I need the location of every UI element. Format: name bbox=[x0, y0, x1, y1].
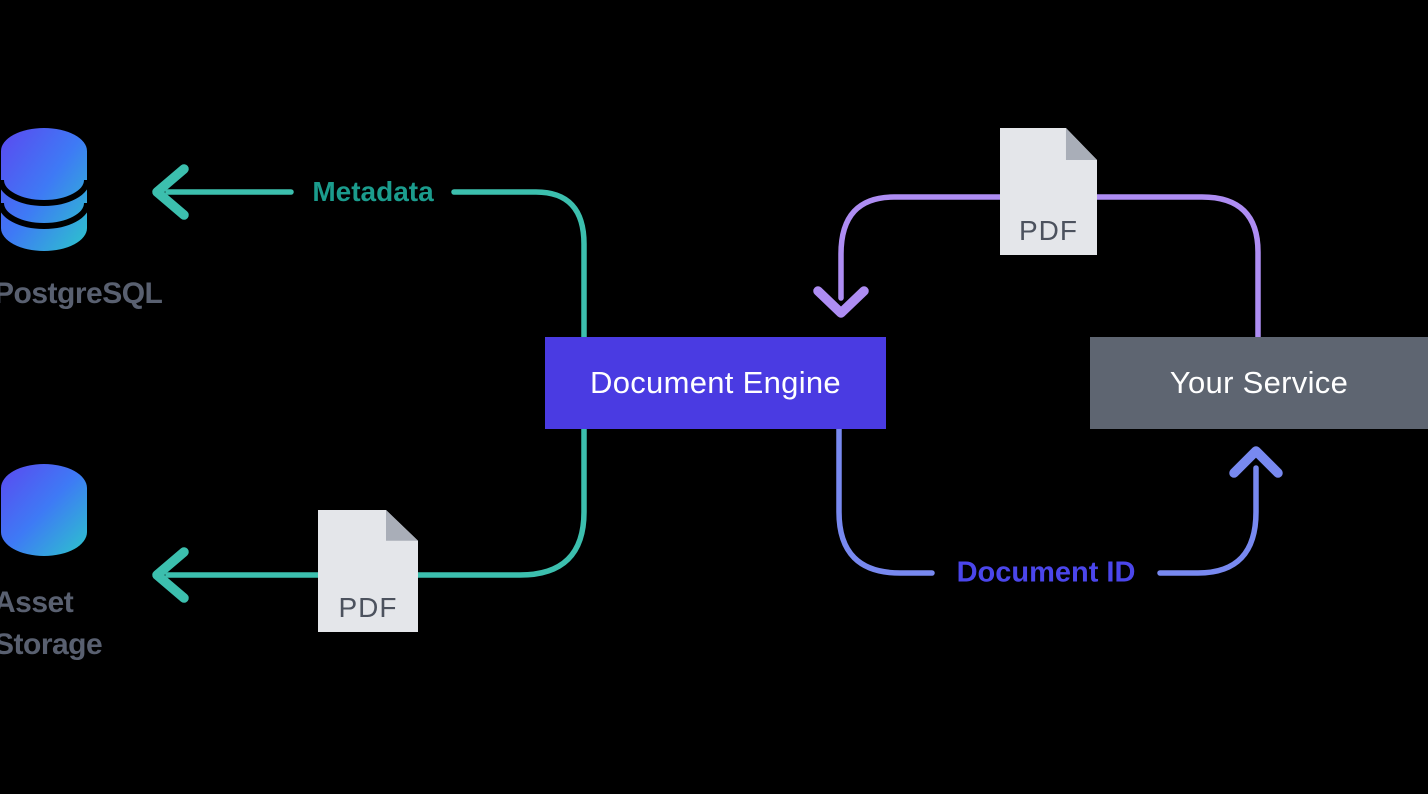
pdf-to-engine-arrowhead-icon bbox=[813, 286, 869, 318]
document-engine-label: Document Engine bbox=[590, 365, 841, 400]
metadata-flow-label: Metadata bbox=[312, 176, 434, 207]
metadata-arrowhead-icon bbox=[152, 164, 189, 220]
document-id-arrowhead-icon bbox=[1229, 446, 1283, 478]
your-service-label: Your Service bbox=[1169, 365, 1349, 400]
pdf-label-top: PDF bbox=[1019, 215, 1078, 246]
postgresql-database-icon bbox=[0, 127, 88, 253]
pdf-fold-corner-shape bbox=[1065, 128, 1097, 160]
document-id-line-left-segment bbox=[836, 425, 935, 576]
asset-storage-label-line1: Asset bbox=[0, 586, 74, 619]
document-engine-node: Document Engine bbox=[545, 337, 886, 429]
asset-storage-label: Asset Storage bbox=[0, 582, 103, 666]
pdf-file-icon-bottom: PDF bbox=[318, 510, 418, 632]
pdf-to-storage-line bbox=[165, 425, 587, 578]
metadata-line-curve-segment bbox=[451, 189, 587, 343]
asset-storage-label-line2: Storage bbox=[0, 628, 103, 661]
postgresql-label: PostgreSQL bbox=[0, 277, 163, 310]
pdf-fold-corner-shape bbox=[386, 510, 418, 541]
pdf-to-engine-line bbox=[838, 194, 1261, 343]
asset-storage-database-icon bbox=[0, 462, 88, 558]
pdf-label-bottom: PDF bbox=[338, 592, 398, 623]
document-id-line-right-segment bbox=[1157, 465, 1259, 576]
document-id-flow-label: Document ID bbox=[956, 556, 1136, 589]
pdf-file-icon-top: PDF bbox=[1000, 128, 1097, 255]
your-service-node: Your Service bbox=[1090, 337, 1428, 429]
pdf-to-storage-arrowhead-icon bbox=[152, 547, 189, 603]
